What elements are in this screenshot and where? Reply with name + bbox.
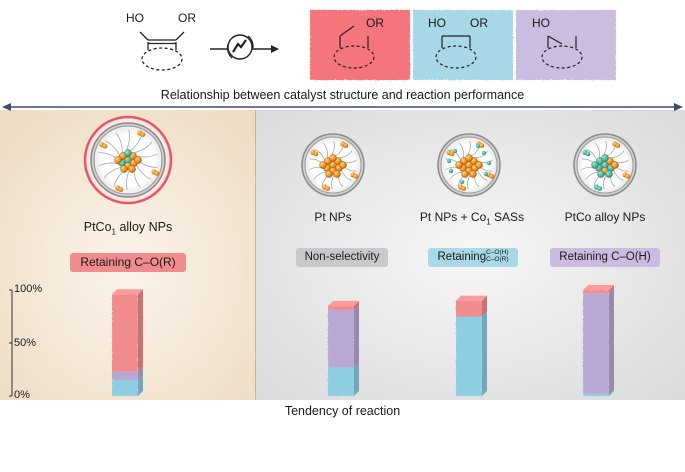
y-tick-50: 50% bbox=[14, 337, 37, 349]
bar-segment-3-1 bbox=[456, 311, 487, 396]
bottom-label: Tendency of reaction bbox=[284, 404, 401, 418]
reactant-or-label: OR bbox=[178, 11, 196, 25]
bar-top-4 bbox=[583, 285, 614, 290]
reaction-arrow bbox=[210, 34, 279, 60]
product-blue-label-right: OR bbox=[470, 16, 488, 30]
y-axis bbox=[9, 289, 13, 397]
bar-top-1 bbox=[112, 289, 143, 295]
bar-segment-2-2 bbox=[328, 305, 359, 368]
bar-segment-3-3 bbox=[456, 295, 487, 317]
pill-non-selectivity: Non-selectivity bbox=[296, 248, 388, 267]
nanoparticle-4-icon bbox=[573, 133, 637, 197]
bar-segment-2-1 bbox=[328, 362, 359, 396]
bar-segment-2-3 bbox=[328, 300, 359, 311]
double-arrow bbox=[2, 103, 683, 111]
nanoparticle-2-icon bbox=[301, 133, 365, 197]
axis-title: Relationship between catalyst structure … bbox=[160, 88, 525, 102]
nanoparticle-3-icon bbox=[437, 133, 501, 197]
bar-segment-1-2 bbox=[112, 366, 143, 381]
y-tick-0: 0% bbox=[14, 389, 30, 401]
bar-segment-1-1 bbox=[112, 375, 143, 396]
bar-segment-4-1 bbox=[583, 388, 614, 396]
reactant-molecule bbox=[139, 31, 185, 71]
panel-2-name: Pt NPs bbox=[314, 210, 352, 224]
bar-segment-4-2 bbox=[583, 288, 614, 394]
product-card-blue bbox=[413, 10, 513, 80]
bar-top-2 bbox=[328, 300, 359, 306]
pill-retaining-cor: Retaining C–O(R) bbox=[70, 253, 186, 272]
bar-top-3 bbox=[456, 295, 487, 301]
bars bbox=[112, 285, 614, 396]
reactant-ho-label: HO bbox=[126, 11, 144, 25]
panel-1-name: PtCo1 alloy NPs bbox=[83, 220, 173, 237]
y-tick-100: 100% bbox=[14, 283, 43, 295]
product-card-red bbox=[310, 10, 410, 80]
bar-segment-1-3 bbox=[112, 289, 143, 372]
pill-retaining-coh: Retaining C–O(H) bbox=[550, 248, 660, 267]
nanoparticle-1-icon bbox=[83, 115, 173, 205]
panel-4-name: PtCo alloy NPs bbox=[564, 210, 646, 224]
product-red-label: OR bbox=[366, 16, 384, 30]
product-card-purple bbox=[516, 10, 616, 80]
product-blue-label-left: HO bbox=[428, 16, 446, 30]
bar-segment-4-3 bbox=[583, 285, 614, 294]
product-purple-label: HO bbox=[532, 16, 550, 30]
panel-3-name: Pt NPs + Co1 SASs bbox=[419, 210, 525, 227]
